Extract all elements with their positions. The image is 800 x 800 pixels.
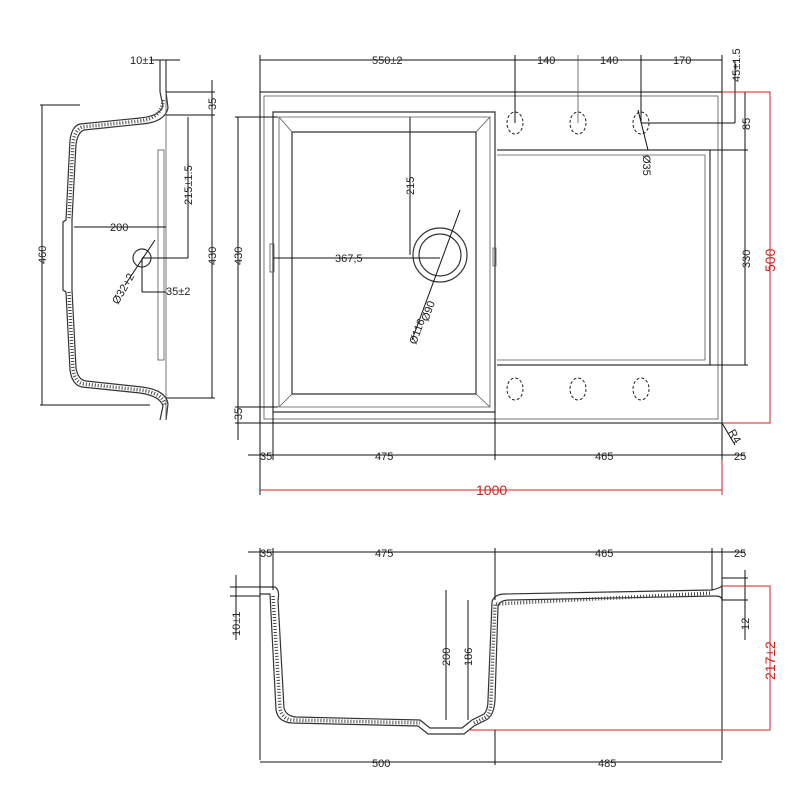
drain-outer-label: Ø116 (408, 317, 428, 346)
side-tap-offset-v-label: 215±1.5 (183, 165, 195, 205)
drainer-span-label: 465 (595, 451, 613, 463)
section-rim-thickness-label: 10±1 (231, 612, 243, 636)
side-view: 10±1 35 460 200 215±1.5 430 Ø32+2 35±2 (37, 55, 219, 421)
hole-spacing-2-label: 140 (600, 55, 618, 67)
overall-width-label: 1000 (476, 482, 507, 498)
section-left-rim-label: 35 (260, 548, 272, 560)
side-tap-offset-h-label: 35±2 (166, 286, 190, 298)
section-bottom-bowl-label: 500 (372, 758, 390, 770)
side-overall-height-label: 460 (37, 246, 49, 264)
section-drainer-thickness-label: 12 (740, 618, 752, 630)
drainer-depth-label: 330 (741, 250, 753, 268)
hole-top-label: 45±1.5 (731, 48, 743, 82)
right-rim-label: 25 (734, 451, 746, 463)
drain-v-label: 215 (405, 177, 417, 195)
side-top-rim-label: 10±1 (130, 55, 154, 67)
section-overall-height-label: 217±2 (762, 641, 778, 680)
left-rim-label: 35 (260, 451, 272, 463)
bowl-span-label: 475 (375, 451, 393, 463)
overall-depth-label: 500 (762, 248, 778, 272)
side-bowl-height-label: 430 (207, 247, 219, 265)
top-view: 550±2 140 140 170 45±1.5 85 Ø35 500 330 … (233, 48, 778, 498)
bottom-rim-label: 35 (233, 408, 245, 420)
side-rim-depth-label: 35 (207, 98, 219, 110)
hole-dia-label: Ø35 (640, 155, 652, 176)
hole-edge-label: 170 (673, 55, 691, 67)
section-bottom-drainer-label: 485 (598, 758, 616, 770)
side-offset-label: 200 (110, 222, 128, 234)
section-view: 35 475 465 25 10±1 200 186 12 217±2 500 … (230, 548, 778, 770)
section-inner-depth-label: 186 (463, 648, 475, 666)
section-right-rim-label: 25 (734, 548, 746, 560)
drain-inner-label: Ø90 (420, 299, 438, 323)
radius-label: R4 (725, 428, 742, 446)
section-drainer-span-label: 465 (595, 548, 613, 560)
bowl-depth-label: 430 (233, 247, 245, 265)
drain-h-label: 367,5 (335, 253, 363, 265)
section-bowl-span-label: 475 (375, 548, 393, 560)
side-tap-hole-label: Ø32+2 (110, 272, 137, 307)
hole-spacing-1-label: 140 (537, 55, 555, 67)
hole-depth-label: 85 (741, 118, 753, 130)
section-bowl-depth-label: 200 (441, 648, 453, 666)
bowl-width-label: 550±2 (372, 55, 403, 67)
